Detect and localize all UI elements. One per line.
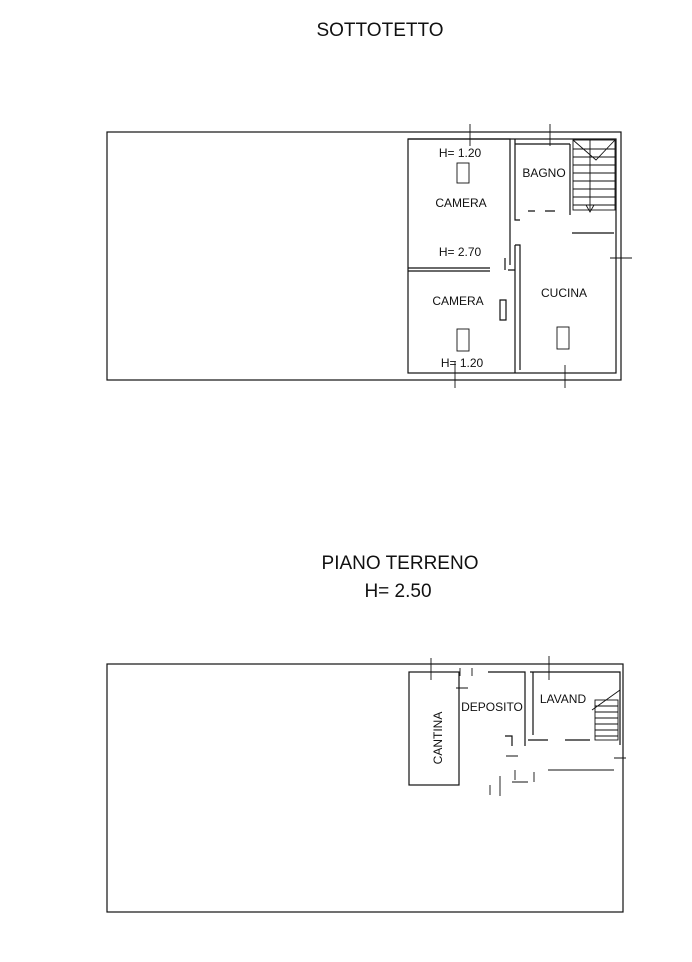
ground-floor-height: H= 2.50 <box>364 581 431 602</box>
window-ground-left <box>422 658 440 680</box>
label-bagno: BAGNO <box>522 166 565 180</box>
chimney <box>499 299 507 321</box>
door-fragments <box>456 668 626 796</box>
deposito-walls <box>488 671 548 746</box>
lavand-walls <box>530 671 621 745</box>
skylight-kitchen <box>556 326 570 350</box>
label-h-bottom: H= 1.20 <box>441 356 484 370</box>
upper-floor-title: SOTTOTETTO <box>316 20 443 41</box>
stair-ground <box>591 689 621 741</box>
label-h-top: H= 1.20 <box>439 146 482 160</box>
cucina-walls <box>514 244 521 373</box>
skylight-bottom <box>456 328 470 352</box>
window-bottom-left <box>443 362 465 388</box>
door-swing <box>504 258 515 271</box>
label-cucina: CUCINA <box>541 286 587 300</box>
window-bottom-right <box>553 365 575 388</box>
label-h-mid: H= 2.70 <box>439 245 482 259</box>
label-camera-bottom: CAMERA <box>432 294 483 308</box>
ground-floor-plan: DEPOSITO LAVAND CANTINA <box>106 656 626 913</box>
stair-upper <box>572 139 616 213</box>
camera-top-walls <box>408 138 511 265</box>
skylight-top <box>456 162 470 184</box>
bagno-partition <box>528 210 614 234</box>
ground-floor-outline <box>106 663 624 913</box>
camera-divider-wall <box>408 267 490 272</box>
label-deposito: DEPOSITO <box>461 700 523 714</box>
ground-floor-title: PIANO TERRENO <box>322 553 479 574</box>
window-right <box>610 240 632 275</box>
window-top-right <box>540 124 560 146</box>
upper-floor-plan: H= 1.20 BAGNO CAMERA H= 2.70 CAMERA CUCI… <box>106 124 632 388</box>
window-ground-right <box>535 656 562 680</box>
label-lavand: LAVAND <box>540 692 587 706</box>
window-top-left <box>460 124 480 146</box>
label-camera-top: CAMERA <box>435 196 486 210</box>
bagno-walls <box>514 139 571 221</box>
label-cantina: CANTINA <box>431 712 445 765</box>
